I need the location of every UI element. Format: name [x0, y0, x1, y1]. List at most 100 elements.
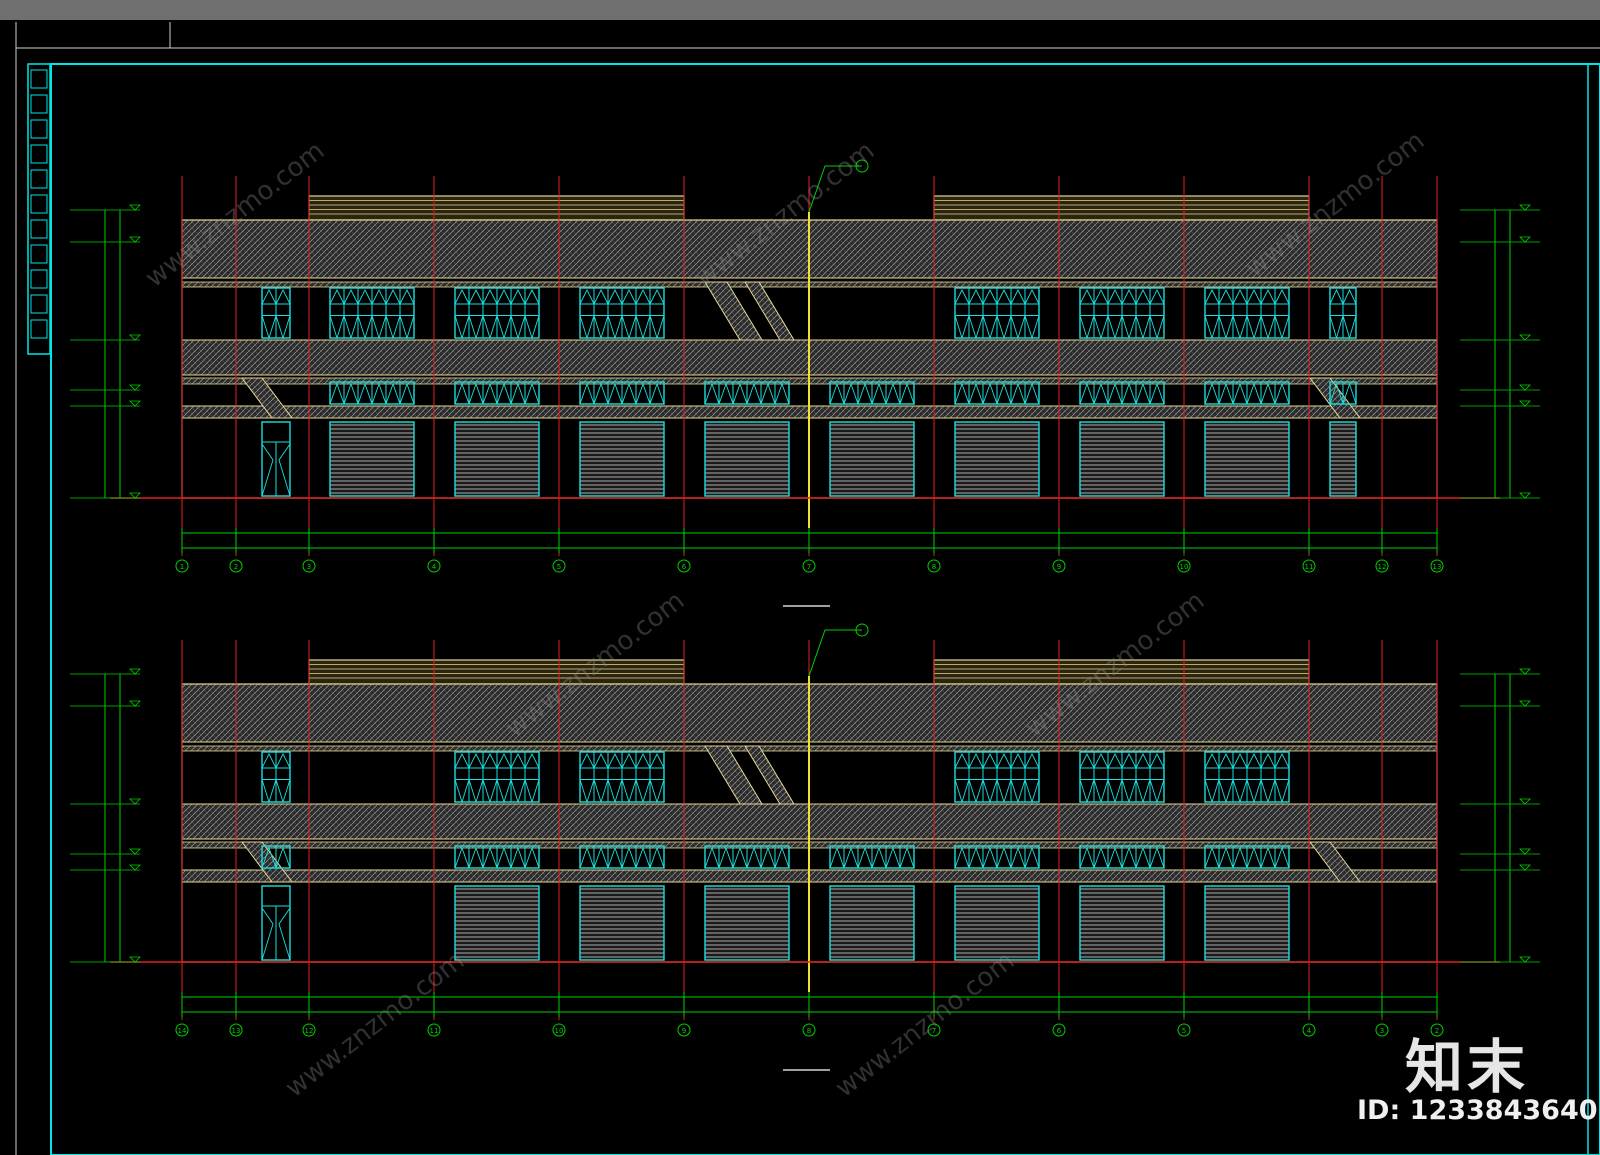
window-opening-mark: [371, 288, 387, 305]
window-opening-mark: [1010, 382, 1026, 405]
window-opening-mark: [482, 752, 498, 769]
window-opening-mark: [275, 315, 291, 340]
window-opening-mark: [579, 846, 595, 869]
window-opening-mark: [1274, 288, 1290, 305]
window-opening-mark: [468, 752, 484, 769]
window-opening-mark: [385, 315, 401, 340]
axis-label: 13: [232, 1027, 241, 1035]
axis-bubble: [1177, 1023, 1191, 1037]
window-opening-mark: [1093, 382, 1109, 405]
level-triangle: [129, 384, 141, 391]
axis-label: 7: [807, 563, 811, 571]
window-opening-mark: [1149, 779, 1165, 804]
level-marks: [1460, 204, 1540, 499]
window-opening-mark: [982, 752, 998, 769]
window-opening-mark: [1342, 315, 1357, 340]
window-opening-mark: [649, 846, 665, 869]
window-opening-mark: [718, 382, 734, 405]
rooftop-parapet: [308, 659, 685, 685]
parapet-box: [933, 659, 1310, 685]
window-opening-mark: [1149, 288, 1165, 305]
window-opening-mark: [275, 288, 291, 305]
window-opening-mark: [261, 752, 277, 769]
rolling-shutter: [704, 421, 790, 497]
window-opening-mark: [1204, 752, 1220, 769]
axis-bubble: [1052, 559, 1066, 573]
level-triangle: [129, 400, 141, 407]
level-triangle: [1519, 864, 1531, 871]
window-opening-mark: [996, 382, 1012, 405]
window-opening-mark: [829, 846, 845, 869]
diagonal-ramp: [1309, 841, 1361, 883]
window-opening-mark: [343, 382, 359, 405]
level-marks: [1460, 668, 1540, 963]
window-opening-mark: [871, 846, 887, 869]
window-opening-mark: [593, 779, 609, 804]
window-opening-mark: [1246, 382, 1262, 405]
window-opening-mark: [635, 315, 651, 340]
axis-label: 12: [1378, 563, 1387, 571]
window-opening-mark: [1274, 315, 1290, 340]
title-strip-cell: [30, 269, 48, 289]
window-opening-mark: [482, 779, 498, 804]
window-opening-mark: [468, 288, 484, 305]
window-opening-mark: [982, 315, 998, 340]
window-opening-mark: [496, 752, 512, 769]
level-triangle: [129, 668, 141, 675]
window-opening-mark: [1135, 315, 1151, 340]
axis-label: 8: [807, 1027, 811, 1035]
axis-bubble: [552, 1023, 566, 1037]
axis-label: 12: [305, 1027, 314, 1035]
viewport-top-bar: [0, 0, 1600, 20]
window-opening-mark: [1232, 779, 1248, 804]
window-opening-mark: [1093, 752, 1109, 769]
window-opening-mark: [261, 288, 277, 305]
door-swing: [261, 907, 274, 961]
window-opening-mark: [1260, 288, 1276, 305]
title-strip-cell: [30, 244, 48, 264]
axis-bubble: [229, 559, 243, 573]
window-opening-mark: [1232, 315, 1248, 340]
diagonal-ramp: [704, 745, 763, 805]
window-opening-mark: [857, 846, 873, 869]
window-opening-mark: [1135, 382, 1151, 405]
window-opening-mark: [468, 846, 484, 869]
axis-label: 7: [932, 1027, 936, 1035]
window-opening-mark: [607, 288, 623, 305]
rolling-shutter: [954, 421, 1040, 497]
window-opening-mark: [1149, 846, 1165, 869]
window-opening-mark: [954, 288, 970, 305]
window-opening-mark: [385, 382, 401, 405]
window-opening-mark: [1024, 315, 1040, 340]
window-opening-mark: [593, 315, 609, 340]
window-opening-mark: [1218, 382, 1234, 405]
window-opening-mark: [468, 382, 484, 405]
window-opening-mark: [1204, 779, 1220, 804]
axis-label: 4: [1307, 1027, 1312, 1035]
axis-bubble: [927, 559, 941, 573]
window-opening-mark: [1121, 288, 1137, 305]
window-opening-mark: [1010, 779, 1026, 804]
window-opening-mark: [371, 315, 387, 340]
window-opening-mark: [399, 315, 415, 340]
axis-label: 2: [1435, 1027, 1439, 1035]
window-opening-mark: [649, 752, 665, 769]
rolling-shutter: [954, 885, 1040, 961]
window-opening-mark: [968, 315, 984, 340]
rolling-shutter: [454, 421, 540, 497]
window-opening-mark: [1010, 846, 1026, 869]
rooftop-parapet: [933, 659, 1310, 685]
window-opening-mark: [482, 382, 498, 405]
axis-label: 9: [682, 1027, 686, 1035]
axis-label: 5: [1182, 1027, 1186, 1035]
window-opening-mark: [996, 288, 1012, 305]
window-opening-mark: [454, 315, 470, 340]
window-opening-mark: [1329, 315, 1344, 340]
window-opening-mark: [996, 779, 1012, 804]
title-strip: [27, 63, 51, 355]
rooftop-parapet: [933, 195, 1310, 221]
window-opening-mark: [649, 382, 665, 405]
axis-bubble: [1375, 1023, 1389, 1037]
